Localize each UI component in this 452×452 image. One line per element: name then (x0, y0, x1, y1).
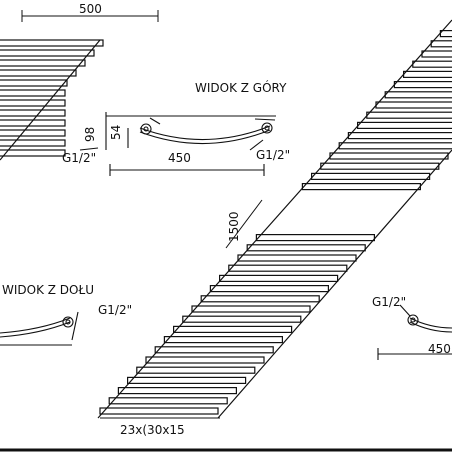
main-rail-10 (182, 315, 302, 323)
bottom-view-title: WIDOK Z DOŁU (2, 283, 95, 297)
main-rail-28 (347, 132, 452, 140)
left-rail-2 (0, 49, 95, 57)
bottom-right-width-label: 450 (428, 342, 451, 356)
main-rail-4 (126, 376, 247, 384)
main-rail-15 (228, 264, 348, 272)
height-dimension-line (225, 199, 263, 249)
main-rail-31 (375, 101, 452, 109)
top-left-connection-label: G1/2" (62, 151, 97, 165)
top-right-connection-label: G1/2" (256, 148, 291, 162)
left-rail-12 (0, 149, 66, 157)
main-rail-30 (366, 111, 452, 119)
top-width-label: 500 (79, 2, 102, 16)
left-radiator-rails (0, 39, 104, 157)
main-rail-3 (117, 387, 238, 395)
main-rail-17 (246, 244, 366, 252)
depth-54-label: 54 (109, 124, 123, 140)
main-rail-26 (329, 152, 449, 160)
main-rail-32 (384, 91, 452, 99)
main-rail-23 (301, 183, 421, 191)
main-rail-29 (357, 121, 452, 130)
main-rail-36 (421, 50, 452, 58)
main-rail-1 (99, 407, 219, 415)
left-side-rail-outer (0, 39, 101, 161)
main-rail-27 (338, 142, 452, 150)
left-rail-6 (0, 89, 66, 97)
right-view-drawing (377, 304, 452, 360)
left-rail-11 (0, 139, 66, 147)
left-rail-9 (0, 119, 66, 127)
main-rail-37 (430, 40, 452, 48)
left-rail-4 (0, 69, 77, 77)
bottom-view-drawing (0, 311, 79, 346)
main-rail-24 (311, 172, 431, 180)
height-label: 1500 (227, 211, 241, 242)
main-left-side-rail (97, 19, 452, 419)
left-rail-8 (0, 109, 66, 117)
main-rail-13 (209, 285, 329, 293)
main-rail-35 (412, 60, 452, 68)
main-rail-12 (200, 295, 320, 303)
main-rail-9 (173, 325, 293, 333)
main-rail-5 (136, 366, 256, 374)
main-rail-16 (237, 254, 357, 262)
main-rail-6 (145, 356, 265, 364)
left-rail-5 (0, 79, 68, 87)
main-right-side-rail (217, 149, 452, 419)
main-rail-33 (393, 80, 452, 89)
left-rail-3 (0, 59, 86, 67)
main-rail-14 (219, 274, 339, 282)
main-rail-7 (154, 346, 274, 354)
top-view-width-label: 450 (168, 151, 191, 165)
main-rail-11 (191, 305, 311, 313)
bottom-left-connection-label: G1/2" (98, 303, 133, 317)
tube-spec-label: 23x(30x15 (120, 423, 185, 437)
top-view-drawing (79, 112, 276, 176)
left-rail-1 (0, 39, 104, 47)
bottom-right-connection-label: G1/2" (372, 295, 407, 309)
depth-98-label: 98 (83, 126, 97, 142)
main-rail-18 (255, 234, 375, 242)
main-rail-8 (163, 336, 283, 344)
main-rail-2 (108, 397, 228, 405)
main-rail-34 (403, 70, 452, 79)
left-rail-10 (0, 129, 66, 137)
left-rail-7 (0, 99, 66, 107)
main-rail-25 (320, 162, 440, 170)
top-view-title: WIDOK Z GÓRY (195, 81, 287, 95)
